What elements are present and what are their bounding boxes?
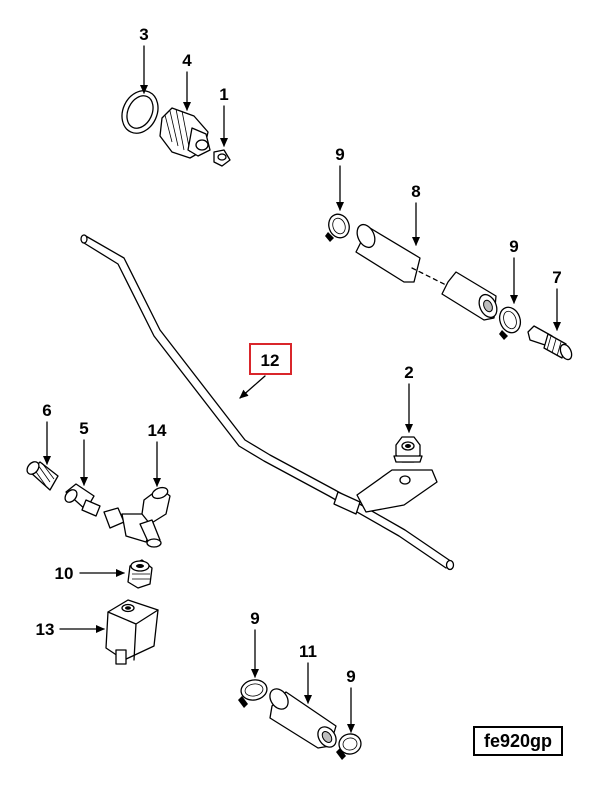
block-part-13 <box>105 599 159 665</box>
fitting-part-7 <box>527 325 573 361</box>
callout-11: 11 <box>299 642 317 661</box>
fitting-part-4 <box>159 107 211 159</box>
clamp-part-9-bottom-left <box>238 679 268 708</box>
arrow-12 <box>239 375 266 399</box>
hose-part-11 <box>269 688 337 749</box>
screw-part-1 <box>213 149 231 167</box>
callout-7: 7 <box>552 268 561 287</box>
callout-9-bottom-right: 9 <box>346 667 355 686</box>
clamp-part-9-bottom-right <box>336 733 362 760</box>
callout-9-top-right: 9 <box>509 237 518 256</box>
callout-1: 1 <box>219 85 228 104</box>
leader-arrows <box>43 45 561 733</box>
nut-part-2 <box>393 436 423 463</box>
hose-part-8-left <box>355 223 421 283</box>
o-ring-part-3 <box>121 90 159 134</box>
callout-9-bottom-left: 9 <box>250 609 259 628</box>
fitting-part-6 <box>26 461 59 491</box>
elbow-part-14 <box>103 486 171 548</box>
hose-part-8-right <box>441 271 498 321</box>
callout-12: 12 <box>261 351 280 370</box>
callout-3: 3 <box>139 25 148 44</box>
callout-4: 4 <box>182 51 192 70</box>
tube-part-12 <box>80 234 455 571</box>
callout-8: 8 <box>411 182 420 201</box>
clamp-part-9-top-left <box>325 213 350 242</box>
fitting-part-5 <box>64 483 101 517</box>
diagram-id-label: fe920gp <box>473 726 563 756</box>
bracket-part-2 <box>356 469 438 513</box>
clamp-part-9-top-right <box>498 306 522 340</box>
adapter-part-10 <box>127 559 153 589</box>
callout-10: 10 <box>55 564 74 583</box>
hose-continuation <box>411 267 453 289</box>
callout-labels: 3 4 1 9 8 9 7 2 12 6 5 14 10 13 9 11 9 <box>36 25 562 686</box>
callout-13: 13 <box>36 620 55 639</box>
callout-5: 5 <box>79 419 88 438</box>
callout-2: 2 <box>404 363 413 382</box>
callout-14: 14 <box>148 421 167 440</box>
callout-9-top-left: 9 <box>335 145 344 164</box>
callout-12-highlight-box[interactable] <box>249 343 292 375</box>
callout-6: 6 <box>42 401 51 420</box>
